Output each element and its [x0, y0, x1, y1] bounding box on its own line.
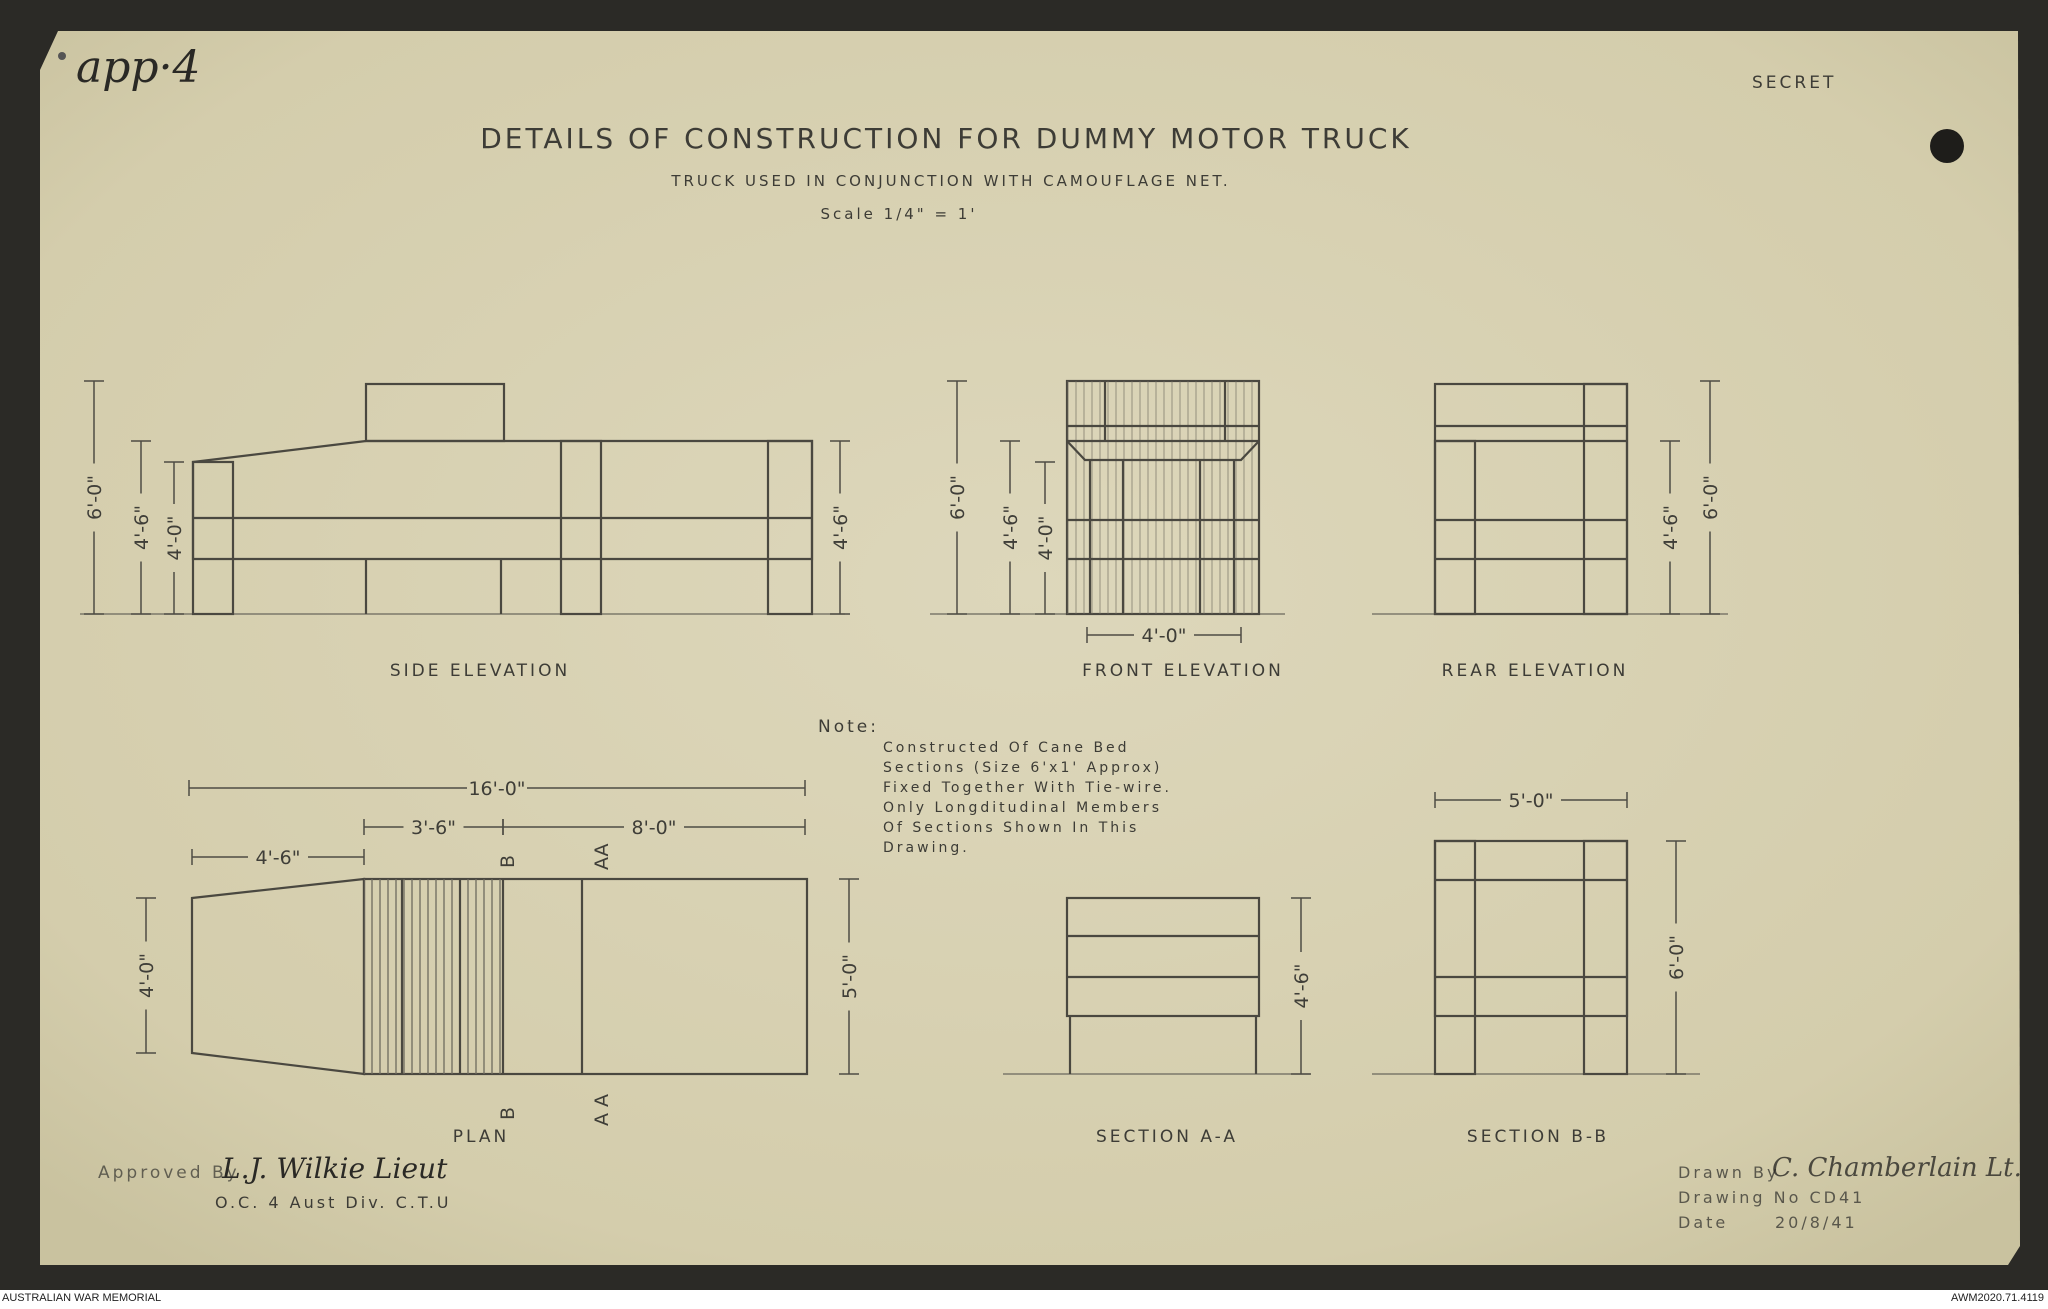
date-label: Date [1678, 1213, 1728, 1232]
section-aa-view [1003, 896, 1310, 1075]
dimension-label: 4'-0" [136, 953, 158, 998]
drawn-by-signature: C. Chamberlain Lt. [1772, 1153, 2022, 1183]
dimension-label: 4'-0" [1142, 625, 1187, 647]
note-line: Of Sections Shown In This [883, 820, 1139, 836]
drawing-scale: Scale 1/4" = 1' [821, 205, 978, 223]
rear-elevation-label: REAR ELEVATION [1442, 661, 1629, 681]
plan-view [190, 877, 809, 1076]
dimension-label: 4'-6" [830, 505, 852, 550]
dimension-lines: 6'-0" 4'-6" 4'-0" 4'-6" 6'-0" 4'-6" 4'-0" 4'-0"… [84, 380, 1722, 1075]
construction-note: Note: Constructed Of Cane Bed Sections (… [818, 717, 1172, 856]
note-line: Drawing. [883, 840, 970, 856]
dimension-label: 4'-6" [1660, 505, 1682, 550]
footer-right: AWM2020.71.4119 [1951, 1292, 2044, 1304]
title-block: Drawn By C. Chamberlain Lt. Drawing No C… [1678, 1153, 2022, 1232]
front-elevation-view [930, 379, 1285, 616]
footer-left: AUSTRALIAN WAR MEMORIAL [2, 1292, 162, 1304]
side-elevation-view [80, 382, 845, 616]
dimension-label: 4'-6" [256, 847, 301, 869]
dimension-label: 4'-0" [164, 516, 186, 561]
classification-label: SECRET [1752, 73, 1836, 93]
drawing-subtitle: TRUCK USED IN CONJUNCTION WITH CAMOUFLAG… [670, 172, 1230, 190]
plan-label: PLAN [453, 1127, 509, 1147]
dimension-label: 6'-0" [1700, 475, 1722, 520]
dimension-label: 4'-6" [131, 505, 153, 550]
dimension-label: 4'-6" [1000, 505, 1022, 550]
section-mark-b-bottom: B [497, 1107, 519, 1120]
date-value: 20/8/41 [1775, 1213, 1858, 1232]
section-aa-label: SECTION A-A [1096, 1127, 1238, 1147]
note-line: Only Longditudinal Members [883, 800, 1162, 816]
dimension-label: 5'-0" [1509, 790, 1554, 812]
note-line: Fixed Together With Tie-wire. [883, 780, 1172, 796]
section-bb-label: SECTION B-B [1467, 1127, 1609, 1147]
paper-sheet [40, 31, 2020, 1265]
pin-mark [58, 52, 66, 60]
dimension-label: 6'-0" [947, 475, 969, 520]
section-mark-aa-bottom: A A [591, 1094, 613, 1126]
dimension-label: 6'-0" [1666, 935, 1688, 980]
annotation-app-4: app·4 [76, 42, 201, 93]
dimension-label: 5'-0" [839, 954, 861, 999]
section-mark-aa-top: AA [591, 843, 613, 870]
approval-block: Approved By L.J. Wilkie Lieut O.C. 4 Aus… [98, 1152, 452, 1212]
drawn-by-label: Drawn By [1678, 1163, 1779, 1182]
dimension-label: 6'-0" [84, 475, 106, 520]
note-heading: Note: [818, 717, 879, 737]
drawing-number: Drawing No CD41 [1678, 1188, 1865, 1207]
note-line: Constructed Of Cane Bed [883, 740, 1130, 756]
note-line: Sections (Size 6'x1' Approx) [883, 760, 1162, 776]
approved-by-label: Approved By [98, 1163, 240, 1183]
side-elevation-label: SIDE ELEVATION [390, 661, 570, 681]
dimension-label: 8'-0" [632, 817, 677, 839]
dimension-label: 4'-0" [1035, 516, 1057, 561]
drawing-title: DETAILS OF CONSTRUCTION FOR DUMMY MOTOR … [480, 122, 1412, 155]
dimension-label: 3'-6" [411, 817, 456, 839]
approver-unit: O.C. 4 Aust Div. C.T.U [215, 1193, 452, 1212]
punch-hole [1930, 129, 1964, 163]
approver-signature: L.J. Wilkie Lieut [221, 1152, 448, 1185]
section-mark-b-top: B [497, 855, 519, 868]
section-bb-view [1372, 839, 1700, 1076]
dimension-label: 16'-0" [468, 778, 525, 800]
dimension-label: 4'-6" [1291, 964, 1313, 1009]
front-elevation-label: FRONT ELEVATION [1082, 661, 1284, 681]
